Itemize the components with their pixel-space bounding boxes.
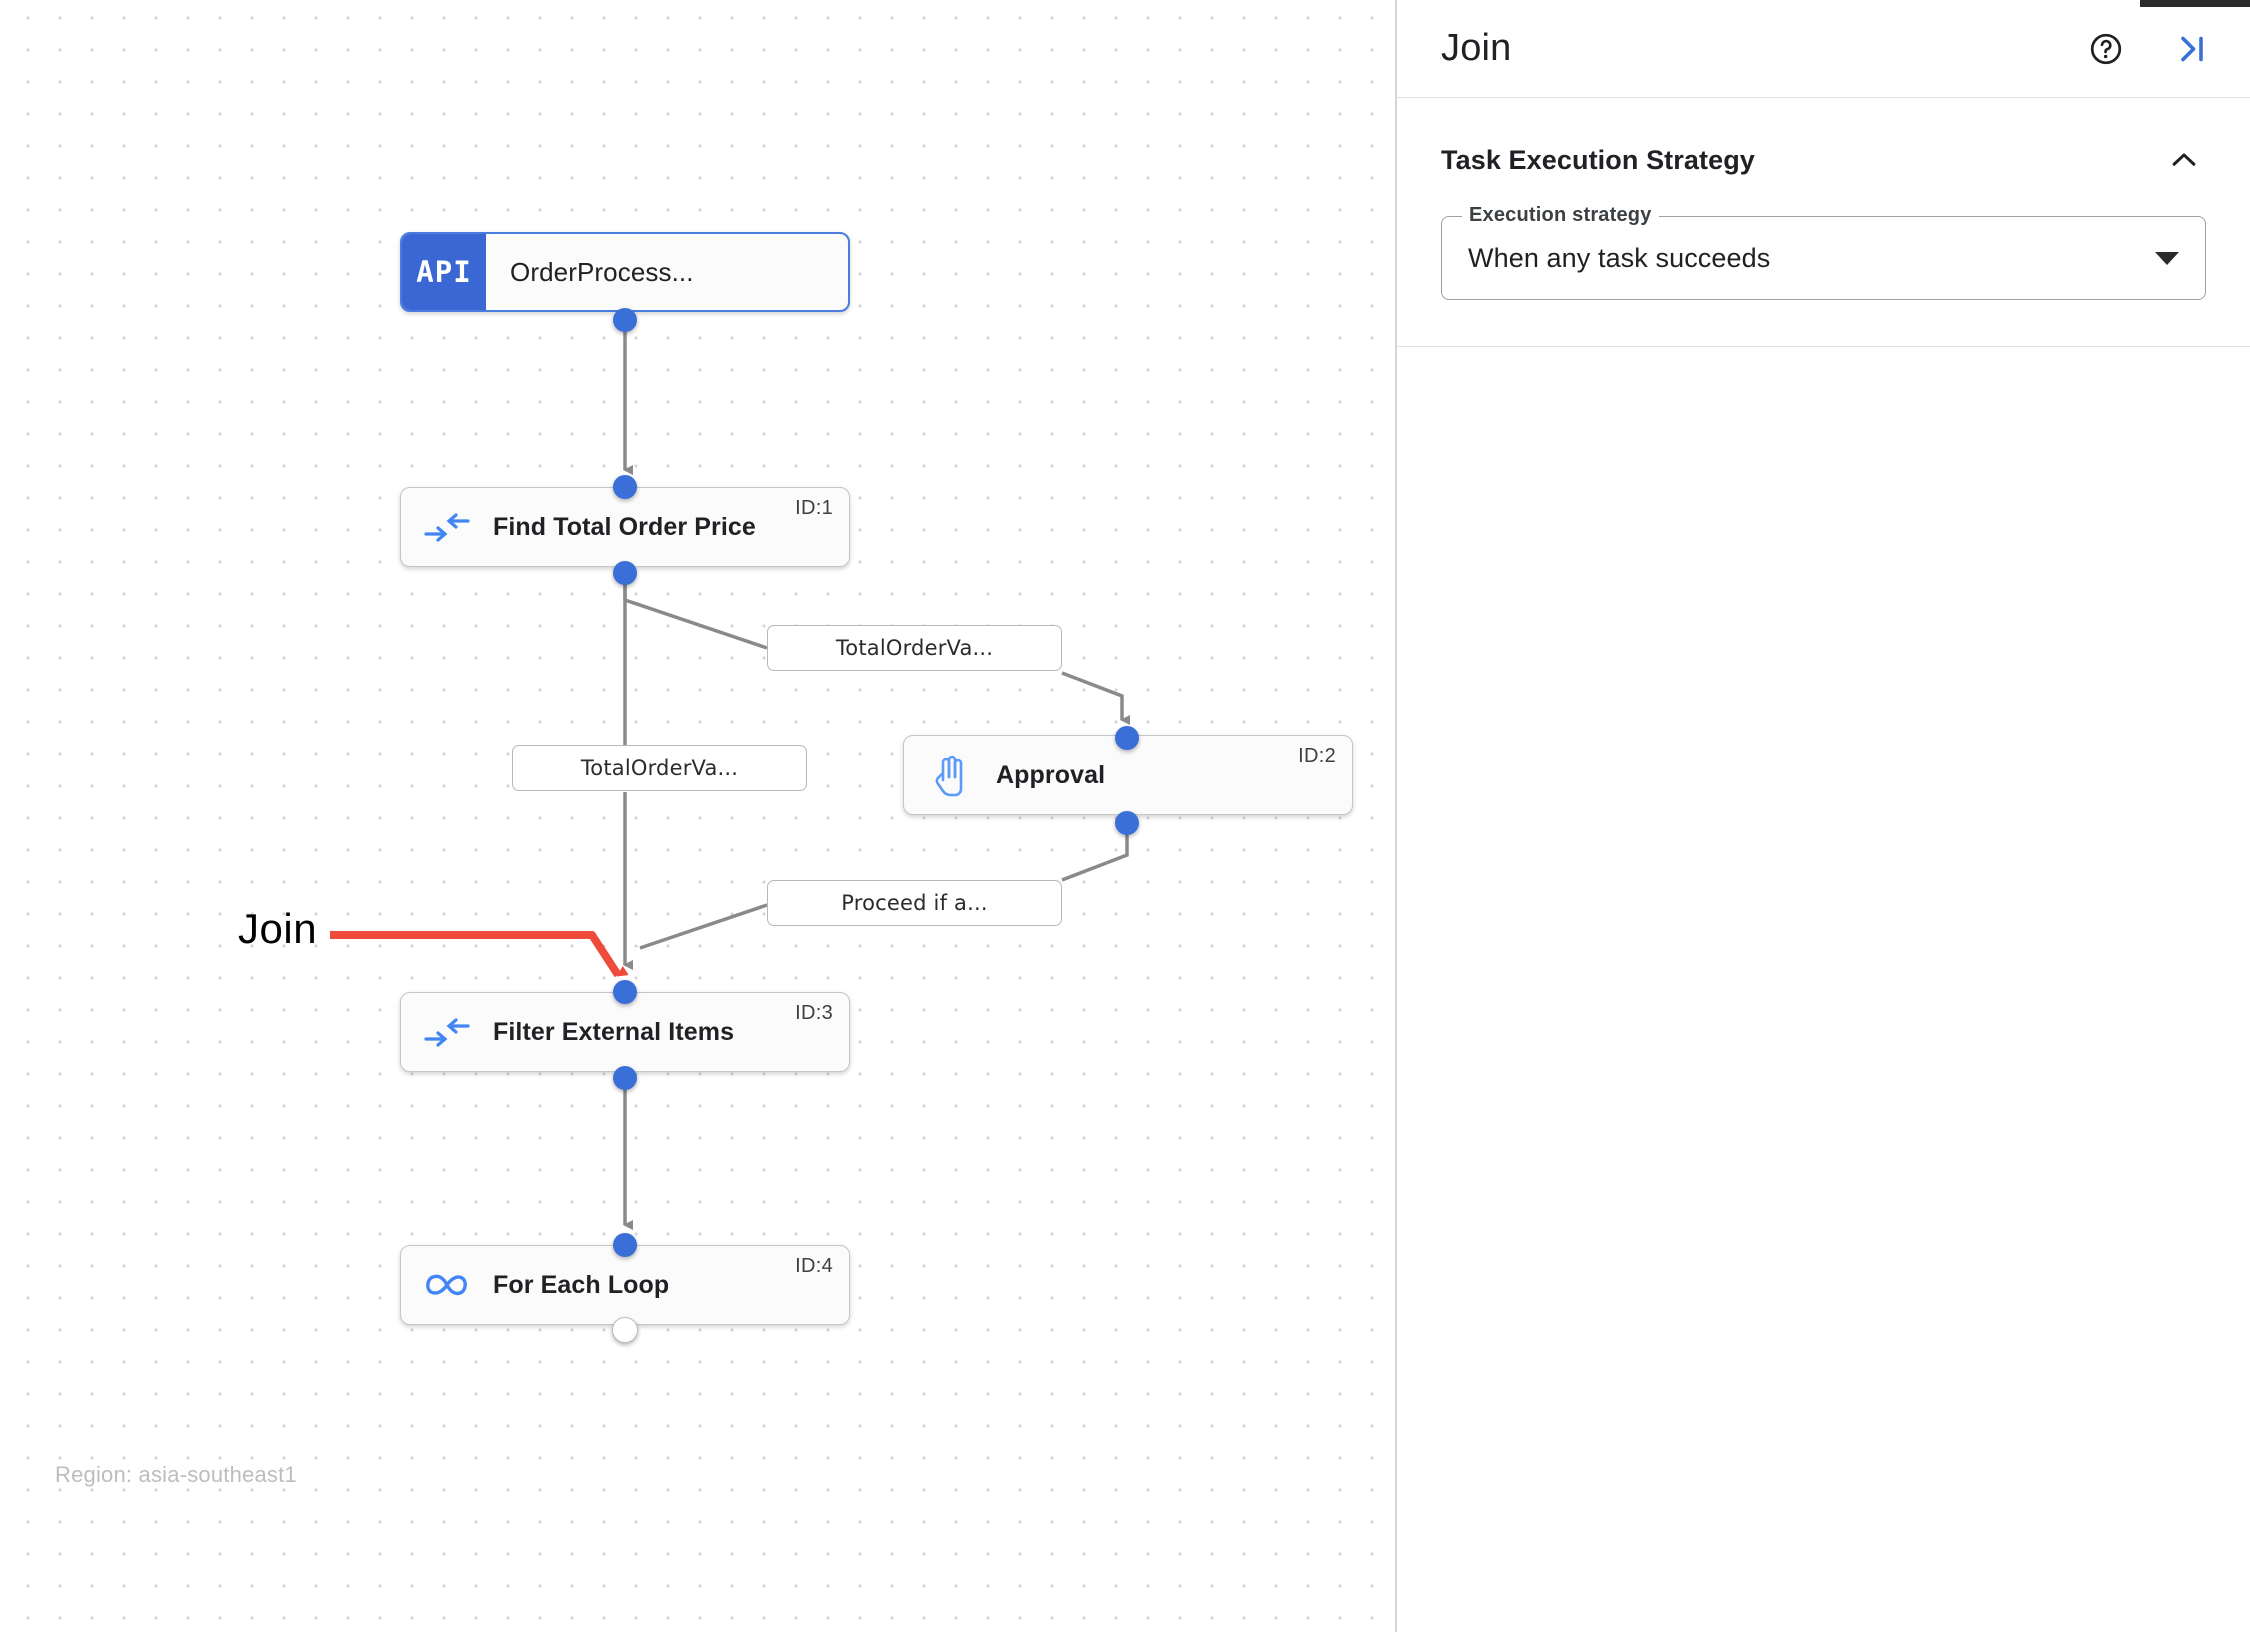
node-for-each-loop[interactable]: For Each Loop ID:4 — [400, 1245, 850, 1325]
node-1-output-port[interactable] — [613, 561, 637, 585]
region-label: Region: asia-southeast1 — [55, 1462, 297, 1487]
execution-strategy-label: Execution strategy — [1462, 204, 1659, 227]
hand-icon — [904, 753, 996, 797]
edge-2-to-3 — [1061, 823, 1129, 882]
workflow-canvas[interactable]: API OrderProcess... Find Total Order Pri… — [0, 0, 1397, 1632]
node-1-input-port[interactable] — [613, 475, 637, 499]
help-circle-icon[interactable] — [2084, 27, 2128, 71]
merge-arrows-icon — [401, 512, 493, 542]
node-2-input-port[interactable] — [1115, 726, 1139, 750]
node-title: Find Total Order Price — [493, 512, 756, 541]
edge-1-to-2 — [623, 577, 768, 650]
node-api-output-port[interactable] — [613, 308, 637, 332]
node-id-label: ID:4 — [795, 1255, 833, 1277]
node-id-label: ID:2 — [1298, 745, 1336, 767]
node-title: Approval — [996, 760, 1106, 789]
node-2-output-port[interactable] — [1115, 811, 1139, 835]
properties-panel: Join Task Execu — [1397, 0, 2250, 1632]
panel-title: Join — [1441, 27, 1512, 69]
collapse-panel-icon[interactable] — [2170, 27, 2214, 71]
merge-arrows-icon — [401, 1017, 493, 1047]
panel-header-actions — [2084, 27, 2214, 71]
task-execution-strategy-section: Task Execution Strategy Execution strate… — [1397, 98, 2250, 347]
node-api[interactable]: API OrderProcess... — [400, 232, 850, 312]
infinity-icon — [401, 1271, 493, 1299]
node-find-total-order-price[interactable]: Find Total Order Price ID:1 — [400, 487, 850, 567]
chevron-down-icon[interactable] — [2155, 251, 2179, 265]
edge-label-total-order-value-1[interactable]: TotalOrderVa... — [767, 625, 1062, 671]
edge-label-proceed-if-approved[interactable]: Proceed if a... — [767, 880, 1062, 926]
node-id-label: ID:3 — [795, 1002, 833, 1024]
chevron-up-icon[interactable] — [2162, 138, 2206, 182]
canvas-panel-divider — [1395, 0, 1397, 1632]
edge-2-to-3-tail — [639, 903, 768, 950]
node-title: OrderProcess... — [510, 256, 694, 287]
annotation-arrow — [330, 931, 629, 978]
node-filter-external-items[interactable]: Filter External Items ID:3 — [400, 992, 850, 1072]
node-3-output-port[interactable] — [613, 1066, 637, 1090]
section-header[interactable]: Task Execution Strategy — [1441, 138, 2206, 182]
panel-header: Join — [1397, 0, 2250, 98]
section-title: Task Execution Strategy — [1441, 144, 1755, 175]
edge-label-total-order-value-2[interactable]: TotalOrderVa... — [512, 745, 807, 791]
execution-strategy-select[interactable]: Execution strategy When any task succeed… — [1441, 204, 2206, 300]
window-top-strip — [2140, 0, 2250, 7]
node-title: Filter External Items — [493, 1017, 735, 1046]
api-icon: API — [402, 234, 486, 310]
edge-1-to-2-tail — [1061, 671, 1130, 725]
node-4-input-port[interactable] — [613, 1233, 637, 1257]
execution-strategy-value: When any task succeeds — [1468, 242, 1771, 273]
node-4-output-port[interactable] — [612, 1317, 638, 1343]
node-title: For Each Loop — [493, 1270, 670, 1299]
node-id-label: ID:1 — [795, 497, 833, 519]
annotation-label: Join — [238, 905, 318, 952]
node-3-input-port[interactable] — [613, 980, 637, 1004]
